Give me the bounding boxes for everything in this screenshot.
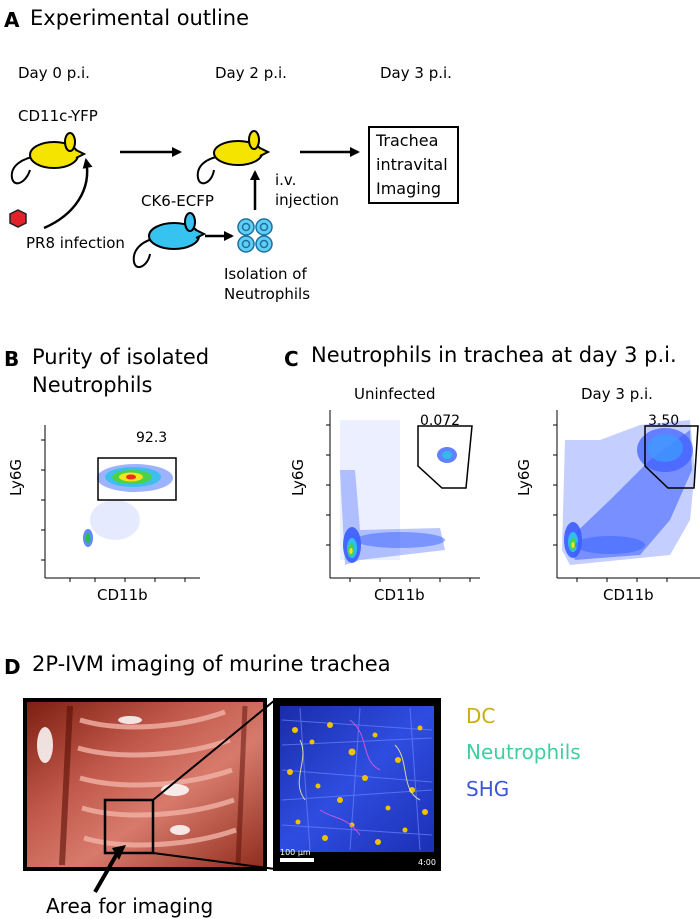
- panel-b-ticks: [41, 439, 186, 582]
- panel-b-gate: [97, 457, 177, 501]
- area-arrow: [93, 851, 120, 893]
- panel-b-population: [83, 464, 173, 547]
- plot2-ylabel: Ly6G: [515, 458, 533, 496]
- day2-label: Day 2 p.i.: [215, 64, 287, 82]
- plot2-axes: [553, 410, 700, 582]
- plot2-gate-value: 3.50: [648, 413, 680, 429]
- plot2-gate: [644, 425, 699, 489]
- infection-label: PR8 infection: [26, 234, 125, 252]
- panel-d-title: 2P-IVM imaging of murine trachea: [32, 652, 391, 676]
- plot1-ylabel: Ly6G: [289, 458, 307, 496]
- mouse1-label: CD11c-YFP: [18, 107, 98, 125]
- plot2-population: [562, 420, 695, 565]
- injection-label: i.v. injection: [275, 171, 340, 209]
- infection-arrow: [43, 158, 93, 230]
- plot1-title: Uninfected: [354, 385, 436, 403]
- plot1-gate-value: 0.072: [420, 413, 461, 429]
- neutrophil-cells-icon: [237, 218, 273, 253]
- day3-label: Day 3 p.i.: [380, 64, 452, 82]
- zoom-line-top: [152, 699, 276, 801]
- timestamp-label: 4:00: [418, 858, 436, 867]
- yfp-mouse-1-icon: [10, 132, 87, 185]
- legend-neutrophils: Neutrophils: [466, 740, 581, 764]
- scale-bar: [280, 858, 314, 862]
- legend-shg: SHG: [466, 777, 510, 801]
- panel-d-letter: D: [4, 655, 21, 679]
- microscopy-image: [273, 698, 441, 871]
- neutrophil-tracks: [298, 719, 421, 836]
- area-for-imaging-label: Area for imaging: [46, 894, 214, 918]
- dc-cells: [287, 722, 428, 845]
- trachea-imaging-box: Trachea intravital Imaging: [368, 126, 459, 204]
- yfp-mouse-2-icon: [196, 130, 271, 185]
- scale-bar-label: 100 μm: [280, 848, 311, 857]
- panel-a-letter: A: [4, 8, 20, 32]
- plot2-title: Day 3 p.i.: [581, 385, 653, 403]
- plot1-gate: [417, 425, 473, 489]
- mouse2-label: CK6-ECFP: [141, 192, 214, 210]
- virus-hexagon-icon: [9, 209, 27, 228]
- isolation-label: Isolation of Neutrophils: [224, 265, 311, 303]
- panel-a-title: Experimental outline: [30, 6, 250, 30]
- plot1-population: [340, 420, 457, 565]
- imaging-area-box: [103, 798, 155, 855]
- trachea-imaging-text: Trachea intravital Imaging: [376, 131, 448, 198]
- panel-b-letter: B: [4, 347, 20, 371]
- panel-b-xlabel: CD11b: [97, 586, 148, 604]
- shg-fibers: [281, 707, 433, 851]
- panel-b-gate-value: 92.3: [136, 430, 168, 446]
- panel-c-title: Neutrophils in trachea at day 3 p.i.: [311, 343, 677, 367]
- legend-dc: DC: [466, 704, 496, 728]
- plot1-xlabel: CD11b: [374, 586, 425, 604]
- panel-b-title: Purity of isolated Neutrophils: [32, 345, 210, 397]
- ecfp-mouse-icon: [132, 212, 207, 269]
- panel-b-axes: [44, 425, 200, 579]
- panel-b-ylabel: Ly6G: [7, 458, 25, 496]
- panel-a-schematic: [9, 130, 360, 269]
- plot1-axes: [326, 410, 480, 582]
- plot2-xlabel: CD11b: [603, 586, 654, 604]
- trachea-rings: [77, 709, 237, 848]
- panel-c-letter: C: [284, 347, 299, 371]
- zoom-line-bottom: [152, 852, 276, 870]
- day0-label: Day 0 p.i.: [18, 64, 90, 82]
